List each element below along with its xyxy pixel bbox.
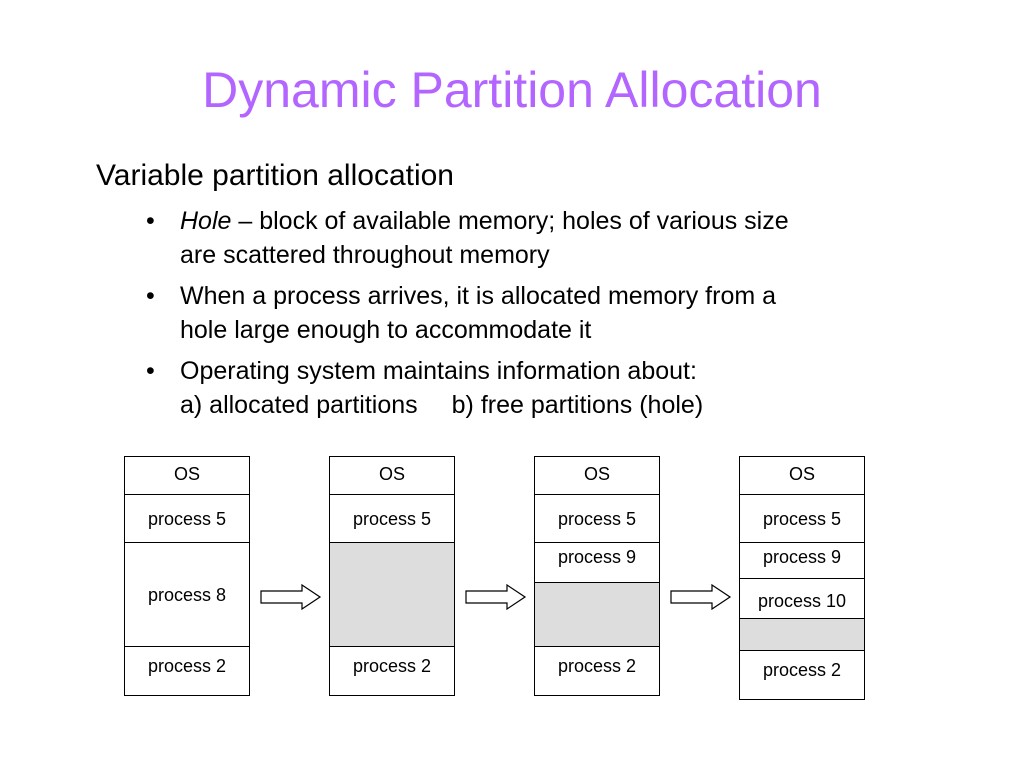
memory-block-label: process 2: [557, 656, 637, 676]
memory-block: process 8: [125, 543, 249, 647]
bullet-line: Hole – block of available memory; holes …: [180, 204, 906, 238]
memory-block-label: OS: [583, 464, 610, 484]
bullet-text: – block of available memory; holes of va…: [238, 207, 789, 235]
memory-block: process 2: [740, 651, 864, 699]
memory-block-label: process 8: [147, 585, 227, 605]
memory-block: OS: [125, 457, 249, 495]
memory-block-label: OS: [788, 464, 815, 484]
bullet-line: Operating system maintains information a…: [180, 357, 697, 385]
transition-arrow-icon: [465, 584, 527, 610]
transition-arrow-icon: [670, 584, 732, 610]
memory-block: OS: [740, 457, 864, 495]
memory-block: process 2: [125, 647, 249, 695]
section-heading: Variable partition allocation: [96, 159, 454, 192]
bullet-dot-icon: •: [146, 282, 155, 310]
bullet-dot-icon: •: [146, 207, 155, 235]
memory-block: process 2: [535, 647, 659, 695]
memory-block-label: OS: [173, 464, 200, 484]
memory-block-label: process 2: [352, 656, 432, 676]
memory-block-label: process 5: [147, 509, 227, 529]
memory-block-label: process 2: [762, 660, 842, 680]
memory-block: process 9: [535, 543, 659, 583]
memory-hole: [535, 583, 659, 647]
memory-block-label: process 10: [757, 591, 847, 611]
bullet-item-process-arrives: • When a process arrives, it is allocate…: [146, 279, 906, 347]
slide-title: Dynamic Partition Allocation: [202, 62, 822, 118]
memory-hole: [330, 543, 454, 647]
memory-block: process 5: [330, 495, 454, 543]
sub-item-allocated: a) allocated partitions: [180, 391, 418, 419]
memory-block: process 5: [740, 495, 864, 543]
bullet-line: a) allocated partitions b) free partition…: [180, 388, 906, 422]
memory-block: process 10: [740, 579, 864, 619]
memory-block-label: process 5: [762, 509, 842, 529]
bullet-list: • Hole – block of available memory; hole…: [146, 204, 906, 429]
bullet-item-os-info: • Operating system maintains information…: [146, 354, 906, 422]
bullet-item-hole: • Hole – block of available memory; hole…: [146, 204, 906, 272]
bullet-line: hole large enough to accommodate it: [180, 316, 592, 344]
memory-block: OS: [330, 457, 454, 495]
memory-block: process 5: [535, 495, 659, 543]
memory-block: process 2: [330, 647, 454, 695]
transition-arrow-icon: [260, 584, 322, 610]
arrow-shape: [465, 584, 527, 610]
memory-block: process 5: [125, 495, 249, 543]
memory-state-2: OS process 5 process 2: [329, 456, 455, 696]
bullet-dot-icon: •: [146, 357, 155, 385]
bullet-line: are scattered throughout memory: [180, 241, 550, 269]
memory-block-label: process 5: [352, 509, 432, 529]
memory-block: process 9: [740, 543, 864, 579]
memory-block-label: process 9: [762, 547, 842, 567]
memory-block-label: OS: [378, 464, 405, 484]
memory-state-1: OS process 5 process 8 process 2: [124, 456, 250, 696]
arrow-shape: [260, 584, 322, 610]
sub-item-free: b) free partitions (hole): [451, 391, 704, 419]
memory-state-4: OS process 5 process 9 process 10 process 2: [739, 456, 865, 700]
emphasis-term: Hole: [180, 207, 232, 235]
bullet-line: When a process arrives, it is allocated …: [180, 282, 777, 310]
memory-state-3: OS process 5 process 9 process 2: [534, 456, 660, 696]
memory-hole: [740, 619, 864, 651]
memory-block-label: process 9: [557, 547, 637, 567]
memory-block-label: process 2: [147, 656, 227, 676]
memory-block-label: process 5: [557, 509, 637, 529]
memory-block: OS: [535, 457, 659, 495]
arrow-shape: [670, 584, 732, 610]
